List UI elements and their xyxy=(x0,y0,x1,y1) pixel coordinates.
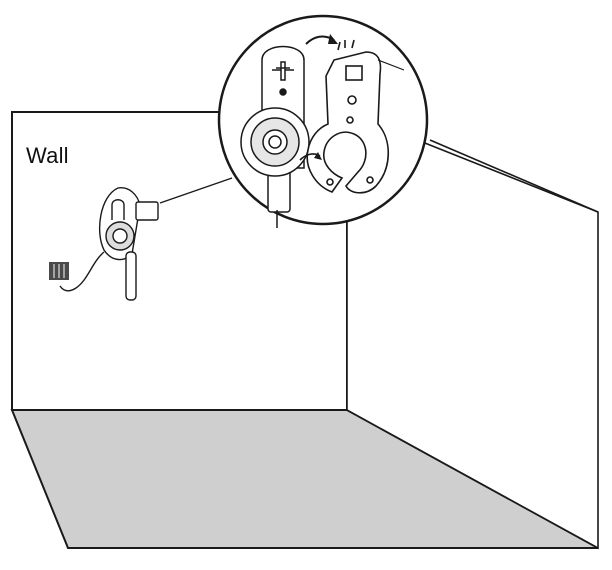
charging-dock xyxy=(240,107,310,177)
wall-hint xyxy=(377,59,405,71)
mounting-plate xyxy=(306,39,389,194)
curved-arrow-icon xyxy=(305,34,338,45)
wall-label: Wall xyxy=(26,143,69,168)
right-wall-top-edge xyxy=(429,139,599,213)
right-wall xyxy=(346,110,599,550)
small-arrow-icon xyxy=(299,152,322,161)
detail-contents xyxy=(240,34,405,228)
wall-plug-icon xyxy=(49,262,69,280)
leader-line xyxy=(159,177,233,204)
charger-on-wall xyxy=(59,187,159,301)
